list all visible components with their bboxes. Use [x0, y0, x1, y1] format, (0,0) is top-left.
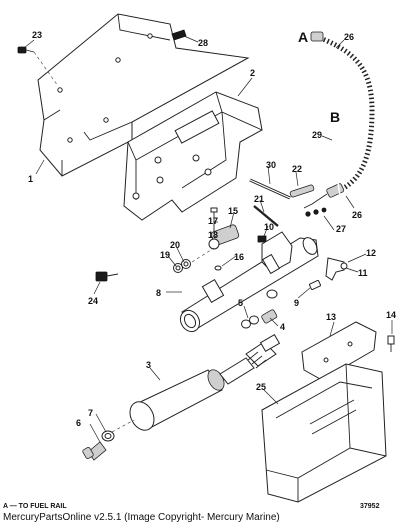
callout-labels: 1 2 3 4 5 6 7 8 9 10 11 12 13 14 15 16 1…	[28, 29, 396, 428]
part-4-fitting	[261, 309, 278, 324]
callout-23: 23	[32, 30, 42, 40]
callout-29: 29	[312, 130, 322, 140]
part-29-pipe	[332, 138, 341, 197]
callout-20: 20	[170, 240, 180, 250]
callout-15: 15	[228, 206, 238, 216]
callout-9: 9	[294, 298, 299, 308]
callout-5: 5	[238, 298, 243, 308]
callout-12: 12	[366, 248, 376, 258]
callout-17: 17	[208, 216, 218, 226]
part-15-valve	[208, 224, 240, 250]
callout-7: 7	[88, 408, 93, 418]
figure-number: 37952	[360, 503, 380, 510]
copyright-footer: MercuryPartsOnline v2.5.1 (Image Copyrig…	[0, 512, 400, 526]
callout-16: 16	[234, 252, 244, 262]
part-28-clip	[171, 29, 187, 41]
part-19-20-washers	[173, 259, 191, 273]
callout-11: 11	[358, 268, 368, 278]
part-1-bracket	[37, 13, 250, 177]
callout-28: 28	[198, 38, 208, 48]
callout-19: 19	[160, 250, 170, 260]
part-27-fittings	[305, 207, 327, 217]
callout-26-bottom: 26	[352, 210, 362, 220]
part-14-screw	[387, 335, 395, 352]
part-30-rod	[249, 178, 291, 200]
callout-30: 30	[266, 160, 276, 170]
callout-3: 3	[146, 360, 151, 370]
part-11-12-elbow	[325, 257, 348, 281]
part-23-screw	[17, 46, 35, 54]
callout-26-top: 26	[344, 32, 354, 42]
callout-25: 25	[256, 382, 266, 392]
part-9-plug	[309, 279, 321, 291]
connection-letter-b: B	[330, 109, 340, 125]
callout-22: 22	[292, 164, 302, 174]
part-24-screw	[95, 271, 119, 282]
callout-1: 1	[28, 174, 33, 184]
footer-text: MercuryPartsOnline v2.5.1 (Image Copyrig…	[3, 512, 280, 523]
part-7-washer	[101, 430, 115, 442]
callout-8: 8	[156, 288, 161, 298]
leader-lines	[23, 35, 393, 443]
callout-21: 21	[254, 194, 264, 204]
note-fuel-rail: A — TO FUEL RAIL	[3, 503, 67, 510]
part-2-channel-bracket	[123, 91, 263, 221]
callout-6: 6	[76, 418, 81, 428]
callout-18: 18	[208, 230, 218, 240]
callout-27: 27	[336, 224, 346, 234]
part-3-fuel-pump	[129, 333, 281, 431]
part-5-o-rings	[241, 289, 278, 329]
part-10-fitting	[257, 235, 267, 243]
part-26-fuel-hose	[303, 31, 375, 209]
part-6-fitting	[82, 441, 107, 461]
part-8-fuel-cooler	[179, 231, 319, 333]
part-21-pin	[253, 205, 279, 227]
part-13-bracket	[301, 321, 377, 381]
callout-13: 13	[326, 312, 336, 322]
connection-letter-a: A	[298, 29, 308, 45]
callout-24: 24	[88, 296, 98, 306]
callout-14: 14	[386, 310, 396, 320]
callout-4: 4	[280, 322, 285, 332]
callout-2: 2	[250, 68, 255, 78]
part-16-plug	[214, 265, 222, 271]
part-22-fitting	[289, 184, 315, 198]
part-25-cover	[261, 363, 387, 503]
callout-10: 10	[264, 222, 274, 232]
